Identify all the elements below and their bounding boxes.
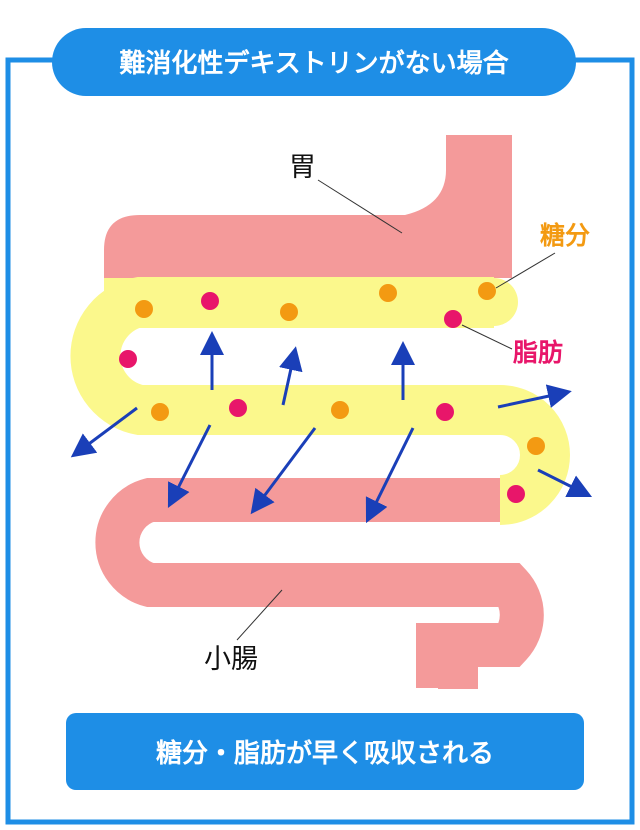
fat-dot [229, 399, 247, 417]
footer-text: 糖分・脂肪が早く吸収される [156, 738, 494, 769]
sugar-dot [478, 282, 496, 300]
nutrient-dots [119, 282, 545, 503]
sugar-dot [379, 284, 397, 302]
label-small-intestine: 小腸 [204, 644, 258, 675]
absorption-arrow [250, 427, 317, 515]
stomach [104, 135, 512, 278]
absorption-arrow [167, 424, 212, 509]
header-pill: 難消化性デキストリンがない場合 [52, 28, 576, 96]
fat-leader-line [461, 324, 513, 350]
small-intestine [95, 478, 544, 688]
absorption-arrow [70, 406, 138, 458]
sugar-dot [151, 403, 169, 421]
label-stomach: 胃 [289, 152, 316, 183]
contents-right-cap [494, 278, 518, 326]
label-fat: 脂肪 [513, 338, 563, 367]
absorption-arrow [537, 468, 593, 498]
fat-dot [507, 485, 525, 503]
small-intestine-end [438, 623, 478, 689]
sugar-dot [331, 401, 349, 419]
footer-bar: 糖分・脂肪が早く吸収される [66, 713, 584, 790]
fat-dot [119, 350, 137, 368]
intestine-contents [70, 277, 570, 525]
absorption-arrow [497, 384, 572, 409]
fat-dot [444, 310, 462, 328]
label-sugar: 糖分 [540, 221, 590, 250]
header-title: 難消化性デキストリンがない場合 [119, 48, 509, 79]
stomach-leader-line [317, 179, 403, 234]
absorption-arrow [365, 427, 415, 524]
fat-dot [436, 403, 454, 421]
sugar-dot [527, 437, 545, 455]
absorption-arrow [279, 346, 303, 406]
fat-dot [201, 292, 219, 310]
absorption-arrows [70, 331, 593, 524]
sugar-leader-line [495, 252, 556, 289]
sugar-dot [280, 303, 298, 321]
small-intestine-leader-line [236, 589, 283, 641]
sugar-dot [135, 300, 153, 318]
contents-top-fill [104, 278, 494, 328]
